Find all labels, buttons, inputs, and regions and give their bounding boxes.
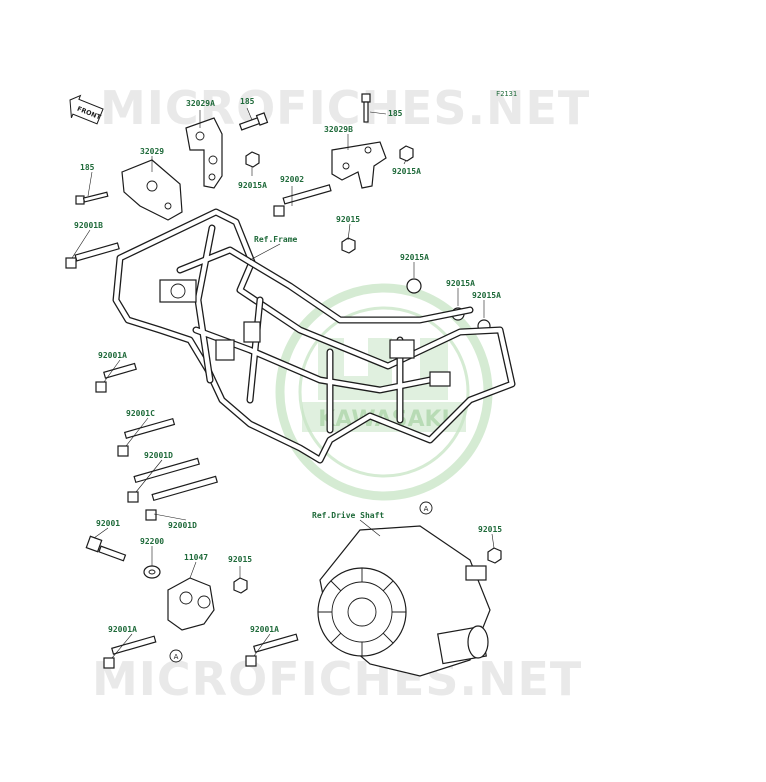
label-92200: 92200	[140, 537, 164, 546]
bracket-32029B	[331, 141, 387, 189]
label-92015A-3: 92015A	[400, 253, 429, 262]
bolt-92001A-3	[245, 633, 299, 667]
label-92015A-4: 92015A	[446, 279, 475, 288]
label-ref-frame: Ref.Frame	[254, 235, 298, 244]
label-92015-2: 92015	[228, 555, 252, 564]
watermark-bottom: MICROFICHES.NET	[92, 652, 582, 706]
label-92001C: 92001C	[126, 409, 155, 418]
label-92015A-1: 92015A	[238, 181, 267, 190]
label-ref-drive-shaft: Ref.Drive Shaft	[312, 510, 384, 520]
nut-92015-2	[233, 577, 248, 594]
callout-a-bottom: A	[169, 649, 183, 663]
callout-a-top: A	[419, 501, 433, 515]
label-92015-3: 92015	[478, 525, 502, 534]
label-32029A: 32029A	[186, 99, 215, 108]
mount-bracket-11047	[167, 577, 215, 631]
label-32029B: 32029B	[324, 125, 353, 134]
callout-a-bottom-label: A	[174, 653, 179, 661]
label-185-right: 185	[388, 109, 403, 118]
label-32029: 32029	[140, 147, 164, 156]
label-92001A-2: 92001A	[108, 625, 137, 634]
nut-92015-3	[487, 547, 502, 564]
label-185-top: 185	[240, 97, 255, 106]
vehicle-frame	[112, 208, 516, 464]
label-92001A-3: 92001A	[250, 625, 279, 634]
part-labels: 32029A 185 185 185 32029 32029B 92015A 9…	[74, 97, 502, 634]
front-arrow-icon: FRONT	[69, 94, 104, 125]
final-drive-housing	[317, 525, 491, 677]
bolt-92001	[85, 535, 127, 562]
bracket-32029A	[185, 117, 223, 189]
bolt-92001B	[65, 242, 120, 269]
washer-92200	[143, 565, 161, 579]
nut-92015A-3	[406, 278, 422, 294]
figure-id: F2131	[496, 90, 517, 98]
leader-lines	[71, 107, 495, 659]
label-92001: 92001	[96, 519, 120, 528]
bolt-185-top	[238, 112, 269, 131]
label-185-left: 185	[80, 163, 95, 172]
watermark-top: MICROFICHES.NET	[100, 81, 590, 135]
label-92001A-1: 92001A	[98, 351, 127, 360]
bolt-92001C	[117, 417, 176, 457]
nut-92015A-2	[399, 145, 414, 162]
nut-92015A-1	[245, 151, 260, 168]
label-92015-1: 92015	[336, 215, 360, 224]
label-92015A-5: 92015A	[472, 291, 501, 300]
bolt-92001D-1	[127, 457, 200, 503]
bolt-185-right	[361, 93, 371, 123]
bolt-92002	[273, 184, 332, 217]
bolt-92001A-2	[103, 635, 157, 669]
callout-a-top-label: A	[424, 505, 429, 513]
bolt-185-left	[75, 191, 109, 205]
label-92001B: 92001B	[74, 221, 103, 230]
label-92001D-1: 92001D	[144, 451, 173, 460]
label-92015A-2: 92015A	[392, 167, 421, 176]
bolt-92001A-1	[95, 362, 137, 393]
label-92002: 92002	[280, 175, 304, 184]
nut-92015-1	[341, 237, 356, 254]
bracket-32029	[121, 159, 183, 221]
bolt-92001D-2	[145, 475, 218, 521]
label-11047: 11047	[184, 553, 208, 562]
label-92001D-2: 92001D	[168, 521, 197, 530]
